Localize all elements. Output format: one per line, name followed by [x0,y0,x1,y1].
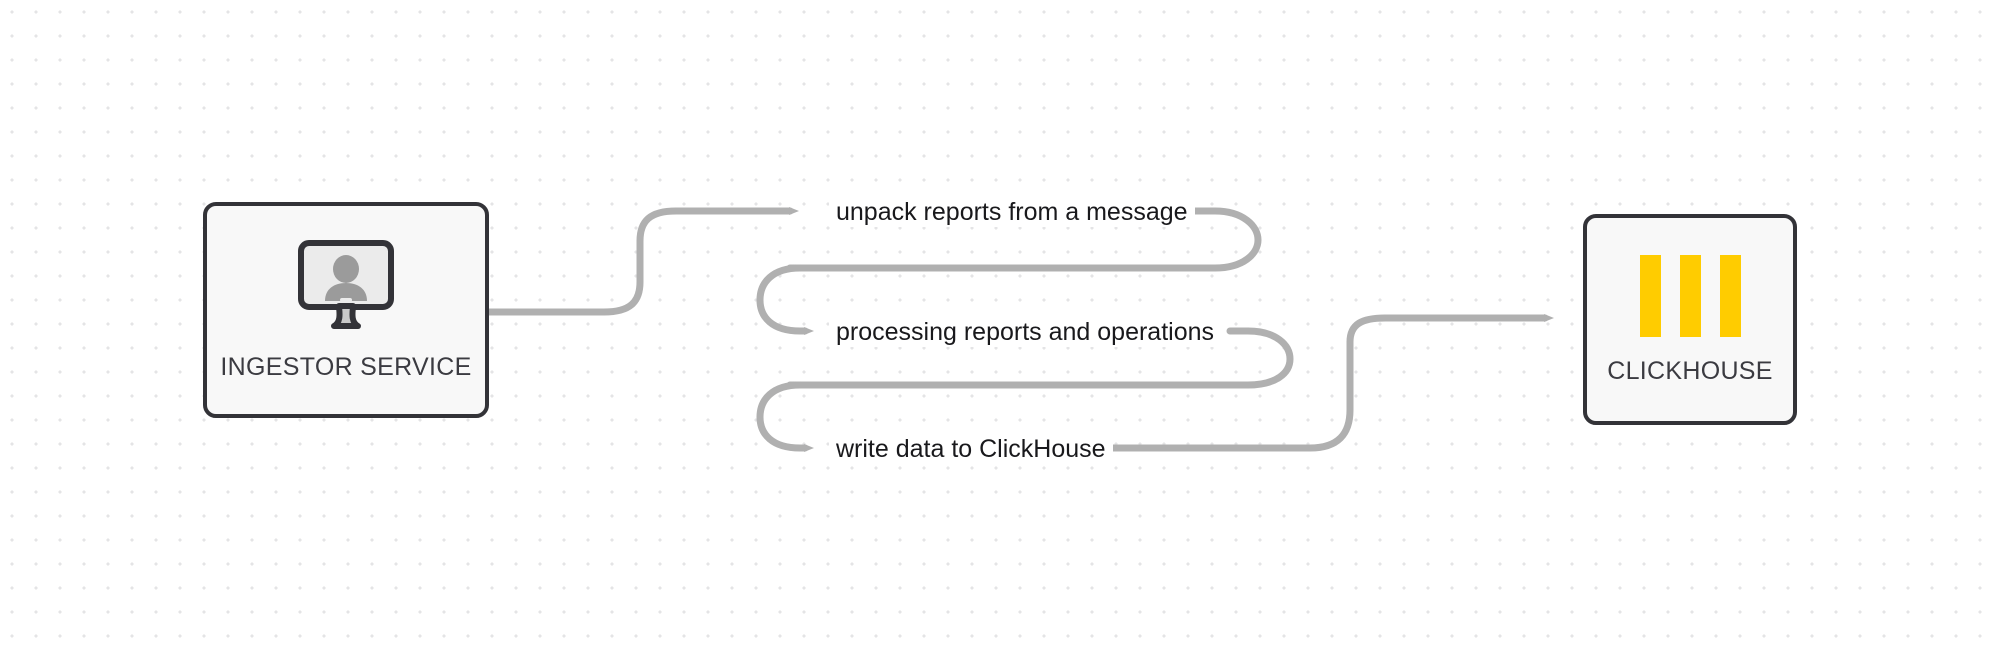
edge-path-row2-to-row3 [756,381,814,452]
edge-path-from-ingestor [485,207,799,316]
clickhouse-bar [1679,255,1701,337]
edge-path-row1-loop [786,207,1262,272]
node-clickhouse[interactable]: CLICKHOUSE [1583,214,1797,425]
node-ingestor-service[interactable]: INGESTOR SERVICE [203,202,489,418]
edge-label-write-data: write data to ClickHouse [829,434,1113,464]
edge-path-row1-to-row2 [756,264,814,335]
node-label-ingestor: INGESTOR SERVICE [220,353,472,381]
edge-label-unpack-reports: unpack reports from a message [829,197,1195,227]
monitor-user-icon [296,240,396,337]
edge-path-row2-loop [786,327,1294,389]
edge-label-processing-reports: processing reports and operations [829,317,1222,347]
edge-path-to-clickhouse [1106,314,1554,452]
clickhouse-bar [1639,255,1661,337]
clickhouse-bar [1719,255,1741,337]
node-label-clickhouse: CLICKHOUSE [1607,357,1773,385]
clickhouse-bars-icon [1639,255,1741,337]
